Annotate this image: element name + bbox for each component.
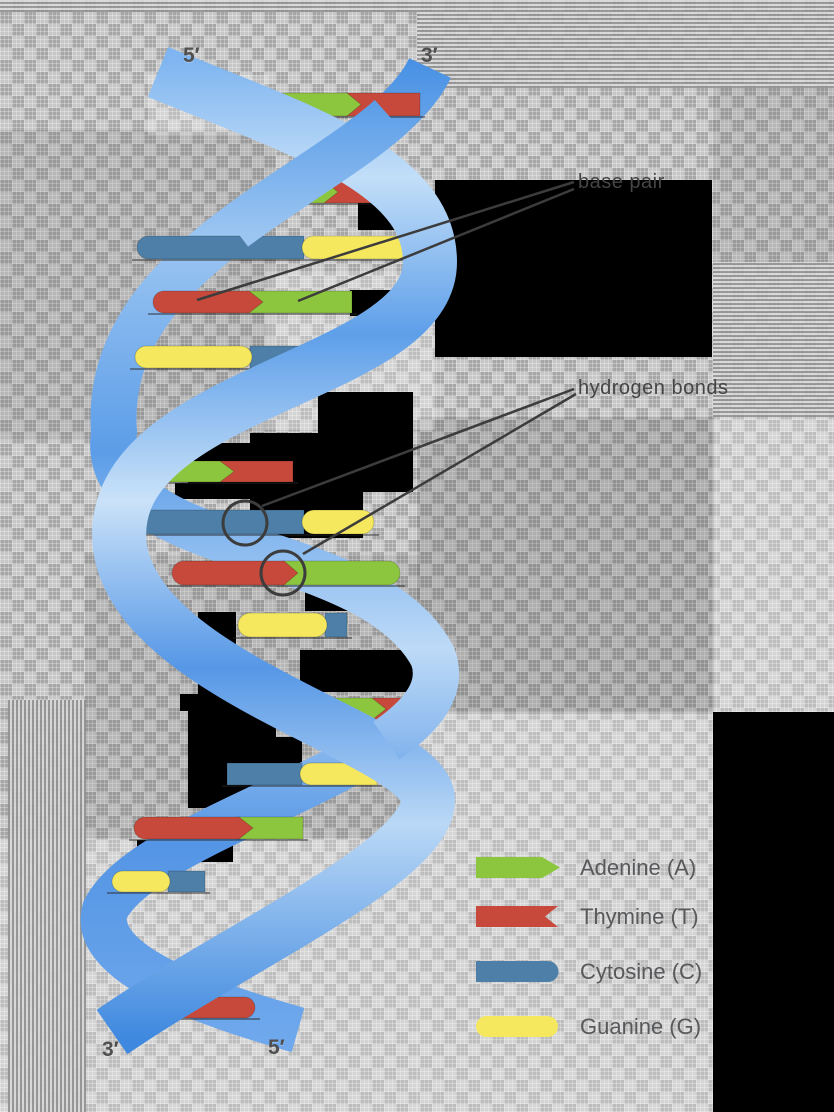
adenine-swatch-icon: [476, 857, 560, 878]
legend-label-guanine: Guanine (G): [580, 1014, 702, 1039]
base-pair-annotation: base pair: [578, 171, 665, 193]
base-segment-C: [324, 612, 348, 638]
legend-item-adenine: Adenine (A): [476, 855, 816, 881]
base-pair-shadow-line: [167, 585, 405, 587]
dna-strand-back-overlap: [80, 57, 459, 1053]
thymine-swatch-icon: [476, 906, 558, 927]
base-pair-shadow-line: [115, 1018, 260, 1020]
base-pair-leader-line: [196, 180, 575, 302]
strand-end-label-5-bottom: 5′: [268, 1036, 285, 1059]
legend-item-thymine: Thymine (T): [476, 904, 816, 930]
black-region: [318, 392, 413, 492]
hydrogen-bonds-annotation: hydrogen bonds: [578, 377, 729, 399]
strand-end-label-3-top: 3′: [421, 44, 438, 67]
base-segment-C: [136, 235, 305, 260]
base-segment-G: [111, 870, 171, 893]
bg-patch: [713, 88, 834, 262]
base-segment-C: [226, 762, 303, 786]
black-region: [435, 180, 712, 357]
legend-label-thymine: Thymine (T): [580, 904, 699, 929]
strand-end-label-3-bottom: 3′: [102, 1038, 119, 1061]
bg-stripes: [8, 700, 86, 1112]
bg-patch: [713, 417, 834, 712]
base-segment-T: [171, 560, 299, 586]
base-segment-G: [301, 235, 420, 260]
cytosine-swatch-icon: [476, 961, 559, 982]
base-segment-A: [281, 560, 401, 586]
base-pair-shadow-line: [233, 637, 352, 639]
base-pair-shadow-line: [107, 892, 210, 894]
hydrogen-bonds-leader-line: [302, 392, 577, 556]
base-segment-T: [152, 290, 264, 314]
base-segment-T: [133, 816, 254, 840]
bg-stripes: [713, 262, 834, 417]
legend-label-cytosine: Cytosine (C): [580, 959, 703, 984]
guanine-swatch-icon: [476, 1016, 558, 1037]
bg-stripes: [0, 0, 417, 12]
base-segment-G: [134, 345, 253, 369]
black-region: [713, 712, 834, 1112]
base-pair-shadow-line: [129, 839, 308, 841]
legend-item-cytosine: Cytosine (C): [476, 959, 816, 985]
base-pair-shadow-line: [132, 259, 424, 261]
bg-patch: [417, 417, 714, 714]
base-pair-shadow-line: [147, 482, 298, 484]
legend-label-adenine: Adenine (A): [580, 855, 697, 880]
leader-lines: [196, 180, 577, 556]
hydrogen-bond-highlight-circle: [259, 549, 307, 597]
hydrogen-bond-highlight-circle: [221, 499, 269, 547]
hydrogen-bonds-leader-line: [261, 387, 575, 508]
dna-strand-front: [92, 47, 458, 1055]
base-pair-shadow-line: [132, 534, 379, 536]
bg-stripes: [417, 0, 834, 88]
bg-patch: [417, 712, 713, 1112]
base-segment-C: [136, 509, 305, 535]
black-region: [227, 737, 302, 763]
strand-end-label-5-top: 5′: [183, 44, 200, 67]
base-pair-leader-line: [297, 187, 575, 303]
base-pair-shadow-line: [222, 785, 382, 787]
base-segment-G: [237, 612, 328, 638]
legend-item-guanine: Guanine (G): [476, 1014, 816, 1040]
base-pair-shadow-line: [148, 313, 357, 315]
base-pair-shadow-line: [295, 203, 425, 205]
black-region: [175, 483, 257, 499]
base-segment-G: [301, 509, 375, 535]
base-pair-shadow-line: [245, 116, 425, 118]
base-pair-shadow-line: [130, 368, 307, 370]
base-segment-C: [167, 870, 206, 893]
